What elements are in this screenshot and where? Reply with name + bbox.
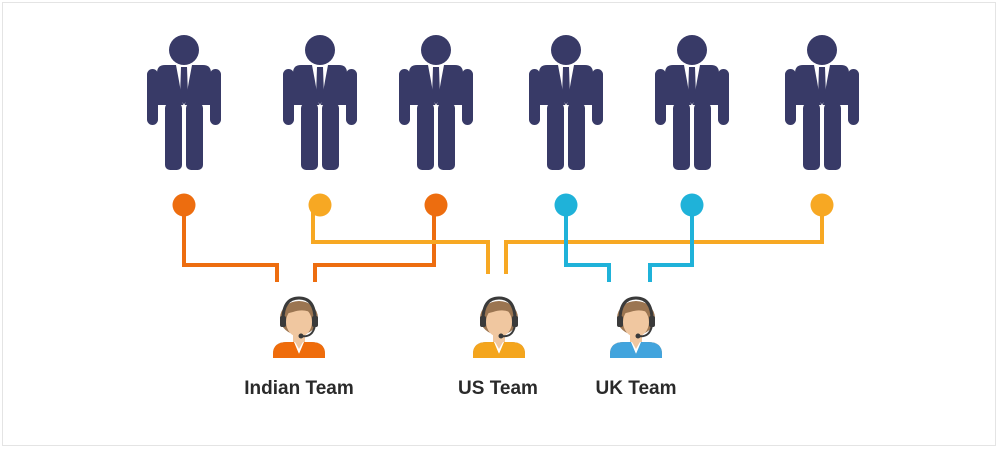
- support-agent-icon: [471, 296, 527, 360]
- connector-line: [564, 205, 611, 282]
- team-label: UK Team: [595, 378, 677, 399]
- team-label: US Team: [458, 378, 538, 399]
- connection-node: [810, 193, 834, 217]
- connector-line: [504, 205, 824, 274]
- connection-node: [554, 193, 578, 217]
- connection-node: [680, 193, 704, 217]
- businessman-icon: [283, 35, 357, 170]
- agent-jacket: [273, 342, 325, 358]
- connection-node: [172, 193, 196, 217]
- connection-node: [308, 193, 332, 217]
- businessman-icon: [399, 35, 473, 170]
- businessman-icon: [529, 35, 603, 170]
- team-label: Indian Team: [244, 378, 354, 399]
- connector-line: [313, 205, 436, 282]
- agent-jacket: [473, 342, 525, 358]
- connector-line: [182, 205, 279, 282]
- businessman-icon: [655, 35, 729, 170]
- support-agent-icon: [271, 296, 327, 360]
- businessman-icon: [147, 35, 221, 170]
- connection-node: [424, 193, 448, 217]
- connector-line: [311, 205, 490, 274]
- connector-line: [648, 205, 694, 282]
- support-agent-icon: [608, 296, 664, 360]
- businessman-icon: [785, 35, 859, 170]
- agent-jacket: [610, 342, 662, 358]
